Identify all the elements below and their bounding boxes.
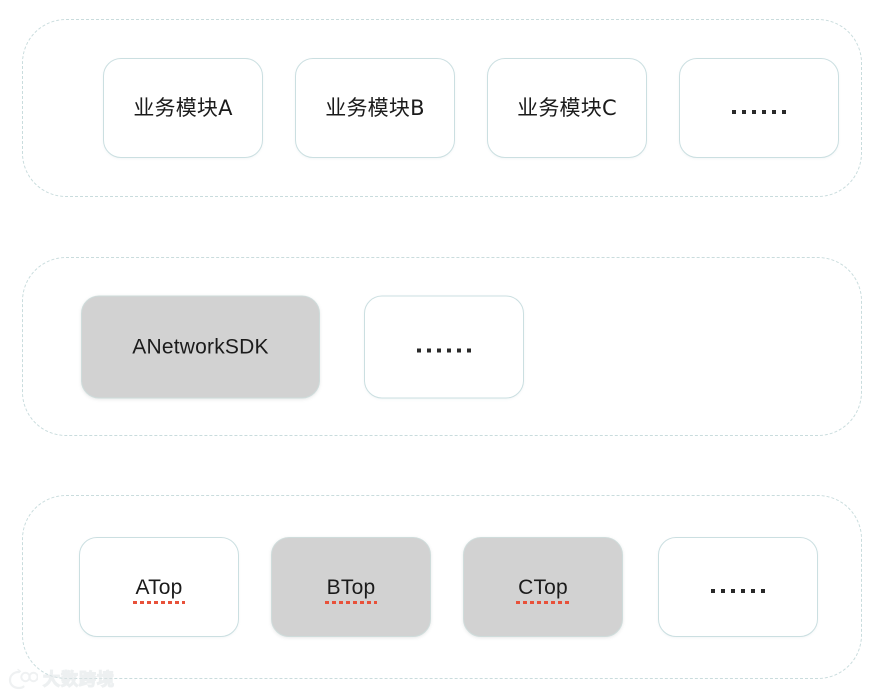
node-label: 业务模块B <box>325 95 425 120</box>
layer-business: 业务模块A 业务模块B 业务模块C <box>22 19 862 197</box>
node-anetworksdk[interactable]: ANetworkSDK <box>81 295 320 398</box>
node-business-module-a[interactable]: 业务模块A <box>103 58 263 158</box>
node-label: ANetworkSDK <box>132 335 269 358</box>
node-protocol-more[interactable] <box>658 537 818 637</box>
node-label: 业务模块C <box>517 95 617 120</box>
ellipsis-icon <box>417 348 471 353</box>
node-label: ATop <box>133 575 185 604</box>
node-sdk-more[interactable] <box>364 295 524 398</box>
node-business-module-c[interactable]: 业务模块C <box>487 58 647 158</box>
node-business-more[interactable] <box>679 58 839 158</box>
ellipsis-icon <box>711 589 765 593</box>
node-business-module-b[interactable]: 业务模块B <box>295 58 455 158</box>
node-label: CTop <box>516 575 570 604</box>
layer-sdk-nodes: ANetworkSDK <box>23 258 861 435</box>
node-label: 业务模块A <box>133 95 233 120</box>
layer-business-nodes: 业务模块A 业务模块B 业务模块C <box>23 20 861 196</box>
layer-sdk: ANetworkSDK <box>22 257 862 436</box>
layer-protocol-nodes: ATop BTop CTop <box>23 496 861 678</box>
node-atop[interactable]: ATop <box>79 537 239 637</box>
node-label: BTop <box>324 575 377 604</box>
layer-protocol: ATop BTop CTop <box>22 495 862 679</box>
node-btop[interactable]: BTop <box>271 537 431 637</box>
node-ctop[interactable]: CTop <box>463 537 623 637</box>
ellipsis-icon <box>732 110 786 114</box>
